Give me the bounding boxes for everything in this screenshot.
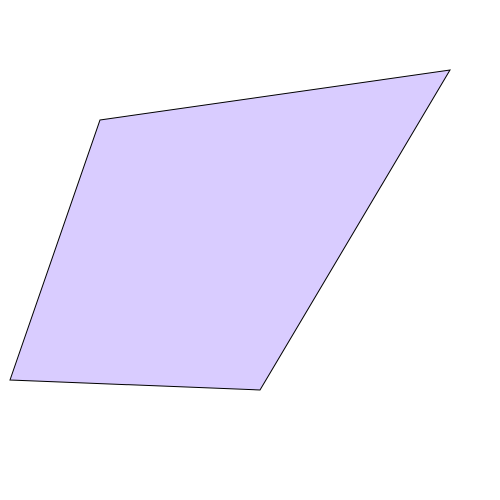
quadrilateral-shape: [9, 69, 451, 391]
